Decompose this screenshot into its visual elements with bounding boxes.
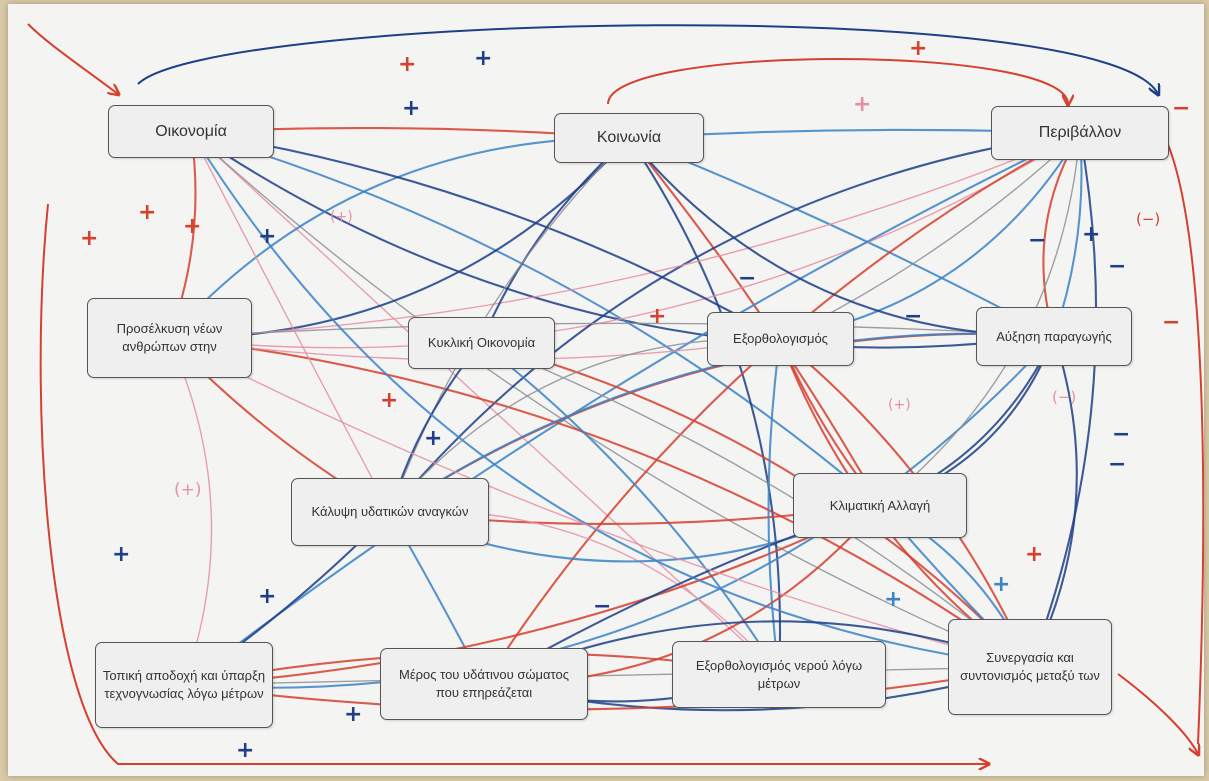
node-water-rationalization: Εξορθολογισμός νερού λόγω μέτρων bbox=[672, 641, 886, 708]
causal-link bbox=[1158, 124, 1204, 745]
causal-link bbox=[27, 23, 118, 94]
plus-sign: + bbox=[853, 92, 872, 117]
plus-sign: + bbox=[398, 52, 417, 77]
minus-sign: − bbox=[738, 266, 757, 291]
causal-link bbox=[184, 665, 1032, 711]
causal-link bbox=[184, 131, 1082, 685]
minus-sign-parenthesized: (−) bbox=[1136, 210, 1161, 228]
plus-sign: + bbox=[992, 572, 1011, 597]
causal-link bbox=[189, 130, 880, 505]
plus-sign: + bbox=[884, 587, 903, 612]
causal-link bbox=[168, 322, 1054, 338]
node-rationalization: Εξορθολογισμός bbox=[707, 312, 854, 366]
causal-link bbox=[484, 131, 1082, 684]
causal-link bbox=[137, 24, 1158, 94]
minus-sign: − bbox=[593, 594, 612, 619]
plus-sign: + bbox=[1025, 542, 1044, 567]
causal-link bbox=[1030, 131, 1098, 667]
minus-sign-parenthesized: (−) bbox=[1052, 388, 1077, 406]
causal-link bbox=[169, 338, 213, 686]
causal-link bbox=[167, 336, 1030, 667]
node-economy: Οικονομία bbox=[108, 105, 274, 158]
node-environment: Περιβάλλον bbox=[991, 106, 1169, 160]
node-climate-change: Κλιματική Αλλαγή bbox=[793, 473, 967, 538]
plus-sign: + bbox=[258, 224, 277, 249]
plus-sign: + bbox=[402, 96, 421, 121]
causal-link bbox=[191, 132, 782, 341]
minus-sign: − bbox=[1162, 310, 1181, 335]
diagram-sheet: Οικονομία Κοινωνία Περιβάλλον Προσέλκυση… bbox=[8, 4, 1204, 776]
plus-sign: + bbox=[909, 36, 928, 61]
causal-link bbox=[184, 334, 1056, 688]
minus-sign: − bbox=[1108, 452, 1127, 477]
plus-sign-parenthesized: (+) bbox=[888, 397, 911, 413]
causal-link bbox=[191, 132, 1032, 669]
causal-link bbox=[479, 341, 1030, 667]
plus-sign: + bbox=[236, 738, 255, 763]
causal-link bbox=[389, 138, 629, 513]
plus-sign: + bbox=[183, 214, 202, 239]
plus-sign-parenthesized: (+) bbox=[330, 209, 353, 225]
minus-sign: − bbox=[904, 304, 923, 329]
causal-link bbox=[390, 131, 1082, 512]
plus-sign: + bbox=[424, 426, 443, 451]
node-circular-economy: Κυκλική Οικονομία bbox=[408, 317, 555, 369]
plus-sign: + bbox=[138, 200, 157, 225]
causal-link bbox=[191, 132, 391, 513]
plus-sign: + bbox=[80, 226, 99, 251]
causal-link bbox=[1117, 673, 1198, 754]
causal-link bbox=[388, 334, 1054, 514]
causal-link bbox=[183, 667, 1030, 686]
causal-link bbox=[1028, 336, 1078, 669]
plus-sign: + bbox=[344, 702, 363, 727]
plus-sign: + bbox=[648, 304, 667, 329]
plus-sign-parenthesized: (+) bbox=[174, 480, 202, 500]
plus-sign: + bbox=[474, 46, 493, 71]
causal-link bbox=[481, 343, 1031, 668]
node-cooperation: Συνεργασία και συντονισμός μεταξύ των bbox=[948, 619, 1112, 715]
plus-sign: + bbox=[258, 584, 277, 609]
causal-link bbox=[184, 503, 882, 685]
causal-link bbox=[168, 133, 1080, 339]
minus-sign: − bbox=[1172, 96, 1191, 121]
causal-link bbox=[169, 338, 1031, 668]
causal-link bbox=[767, 339, 780, 676]
node-water-needs: Κάλυψη υδατικών αναγκών bbox=[291, 478, 489, 546]
causal-link bbox=[607, 58, 1068, 104]
causal-link bbox=[627, 136, 780, 674]
plus-sign: + bbox=[1082, 222, 1101, 247]
causal-link bbox=[1052, 133, 1082, 338]
plus-sign: + bbox=[112, 542, 131, 567]
causal-link bbox=[169, 132, 1081, 349]
node-society: Κοινωνία bbox=[554, 113, 704, 163]
minus-sign: − bbox=[1108, 254, 1127, 279]
minus-sign: − bbox=[1028, 228, 1047, 253]
node-production-increase: Αύξηση παραγωγής bbox=[976, 307, 1132, 366]
plus-sign: + bbox=[380, 388, 399, 413]
causal-link bbox=[39, 203, 988, 764]
node-attraction: Προσέλκυση νέων ανθρώπων στην bbox=[87, 298, 252, 378]
node-water-body: Μέρος του υδάτινου σώματος που επηρεάζετ… bbox=[380, 648, 588, 720]
node-local-acceptance: Τοπική αποδοχή και ύπαρξη τεχνογνωσίας λ… bbox=[95, 642, 273, 728]
minus-sign: − bbox=[1112, 422, 1131, 447]
